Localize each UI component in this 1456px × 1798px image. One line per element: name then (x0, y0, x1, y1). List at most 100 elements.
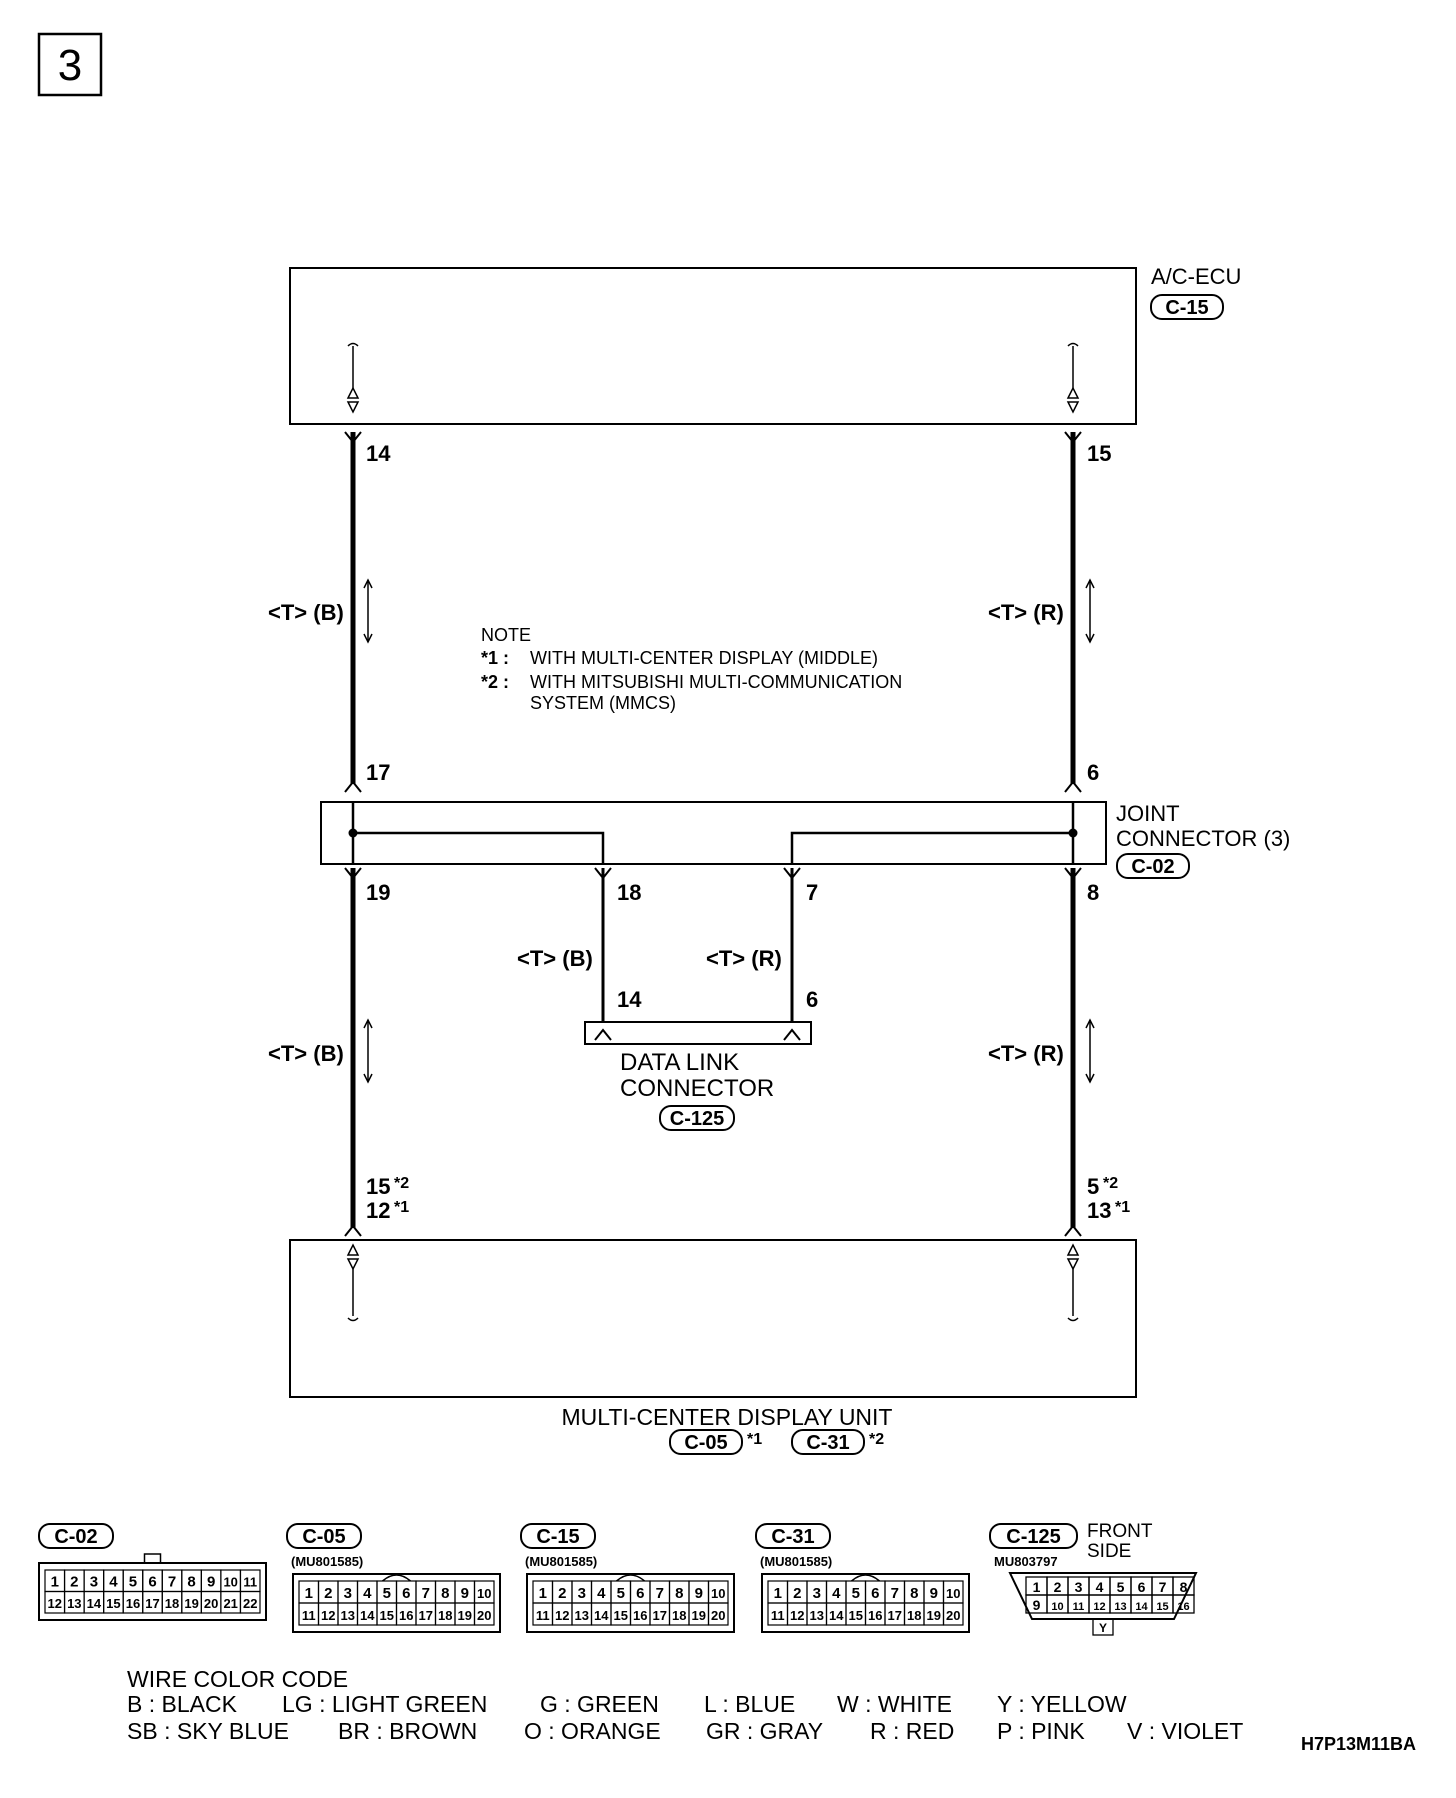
connector-cavity (942, 1602, 964, 1626)
connector-id-badge (38, 1523, 114, 1549)
connector-lock-tab (382, 1574, 411, 1582)
connector-cavity (1172, 1594, 1195, 1614)
connector-lock-tab (851, 1574, 880, 1582)
connector-pin-number: 10 (711, 1586, 725, 1601)
connector-outline (526, 1573, 735, 1633)
wire-color-code-item: V : VIOLET (1127, 1718, 1243, 1744)
connector-part-number: (MU801585) (291, 1554, 363, 1569)
ac-ecu-connector-badge (1150, 294, 1224, 320)
pin-mark (594, 1028, 612, 1041)
connector-pin-number: 22 (243, 1596, 257, 1611)
connector-pin-number: 12 (1093, 1601, 1105, 1613)
note-star2-line1: WITH MITSUBISHI MULTI-COMMUNICATION (530, 672, 902, 692)
connector-lock-tab (1092, 1618, 1114, 1636)
connector-pin-number: 9 (207, 1574, 215, 1591)
pin-dlc-left: 14 (617, 987, 642, 1012)
pin-joint-mid-left: 18 (617, 880, 641, 905)
pin-dlc-right: 6 (806, 987, 818, 1012)
wire-color-code-item: Y : YELLOW (997, 1691, 1127, 1717)
pin-joint-top-left: 17 (366, 760, 390, 785)
wire-color-code-title: WIRE COLOR CODE (127, 1666, 348, 1692)
connector-pin-number: 5 (852, 1585, 860, 1602)
connector-pin-number: 18 (165, 1596, 179, 1611)
connector-pin-number: 6 (1138, 1579, 1146, 1595)
pin-mark (344, 780, 362, 793)
display-connector2: C-31 (806, 1432, 849, 1454)
display-unit-label: MULTI-CENTER DISPLAY UNIT (562, 1404, 893, 1430)
connector-pin-number: 14 (1135, 1601, 1148, 1613)
connector-pin-number: 16 (126, 1596, 140, 1611)
wire-color-code-item: GR : GRAY (706, 1718, 823, 1744)
star-note-2: *2 (394, 1175, 409, 1192)
connector-pin-number: 2 (70, 1574, 78, 1591)
connector-pin-number: 16 (399, 1608, 413, 1623)
wire-color-code-item: R : RED (870, 1718, 954, 1744)
connector-pin-number: 3 (1075, 1579, 1083, 1595)
connector-pin-number: 13 (341, 1608, 355, 1623)
connector-pin-number: 13 (67, 1596, 81, 1611)
connector-pin-number: 4 (109, 1574, 118, 1591)
connector-pin-number: 20 (477, 1608, 491, 1623)
connector-side-label: SIDE (1087, 1541, 1131, 1562)
connector-tab-label: Y (1099, 1621, 1107, 1635)
connector-pin-number: 3 (90, 1574, 98, 1591)
pin-mark (783, 1028, 801, 1041)
connector-pin-number: 11 (302, 1608, 316, 1623)
ac-ecu-label: A/C-ECU (1151, 264, 1241, 289)
connector-outline (761, 1573, 970, 1633)
joint-connector-internal-wiring (351, 802, 1075, 864)
connector-pin-number: 19 (458, 1608, 472, 1623)
connector-pin-number: 10 (946, 1586, 960, 1601)
joint-connector-id: C-02 (1131, 856, 1174, 878)
connector-pin-number: 21 (223, 1596, 237, 1611)
connector-id-badge (989, 1523, 1078, 1549)
display-connector1-badge (669, 1429, 743, 1455)
connector-pin-number: 6 (402, 1585, 410, 1602)
connector-pin-number: 8 (441, 1585, 449, 1602)
connector-pin-number: 1 (539, 1585, 547, 1602)
connector-pin-number: 10 (1051, 1601, 1063, 1613)
connector-id: C-31 (771, 1526, 814, 1548)
wire-color-code-item: L : BLUE (704, 1691, 795, 1717)
connector-cavity (239, 1590, 261, 1614)
connector-pin-number: 19 (692, 1608, 706, 1623)
note-star2-mark: *2 : (481, 672, 509, 692)
ecu-signal-symbol-right (1066, 342, 1080, 414)
dlc-connector-id: C-125 (670, 1108, 724, 1130)
page-number-box (37, 32, 103, 97)
connector-pin-number: 7 (422, 1585, 430, 1602)
bidirectional-arrow-icon (1085, 578, 1095, 644)
joint-connector-box (320, 801, 1107, 865)
connector-pin-number: 4 (1096, 1579, 1104, 1595)
connector-pin-number: 9 (930, 1585, 938, 1602)
connector-id: C-02 (54, 1526, 97, 1548)
connector-cavity (707, 1602, 729, 1626)
pin-mark (1064, 867, 1082, 880)
dlc-label-line1: DATA LINK (620, 1049, 739, 1076)
connector-pin-number: 6 (636, 1585, 644, 1602)
pin-joint-bottom-left: 19 (366, 880, 390, 905)
connector-pin-number: 2 (793, 1585, 801, 1602)
connector-pin-number: 2 (558, 1585, 566, 1602)
wire-color-lower-left: <T> (B) (268, 1041, 344, 1066)
pin-display-left-1: 15 (366, 1174, 390, 1199)
bidirectional-arrow-icon (1085, 1018, 1095, 1084)
ac-ecu-connector: C-15 (1165, 297, 1208, 319)
connector-pin-number: 17 (888, 1608, 902, 1623)
connector-pin-number: 11 (771, 1608, 785, 1623)
note-title: NOTE (481, 625, 531, 645)
connector-pin-number: 13 (1114, 1601, 1126, 1613)
connector-id: C-15 (536, 1526, 579, 1548)
connector-pin-number: 20 (204, 1596, 218, 1611)
connector-pin-number: 3 (813, 1585, 821, 1602)
connector-cavity (473, 1602, 495, 1626)
connector-pin-number: 9 (461, 1585, 469, 1602)
junction-dot (1068, 828, 1078, 838)
connector-pin-number: 7 (168, 1574, 176, 1591)
connector-pin-number: 2 (324, 1585, 332, 1602)
